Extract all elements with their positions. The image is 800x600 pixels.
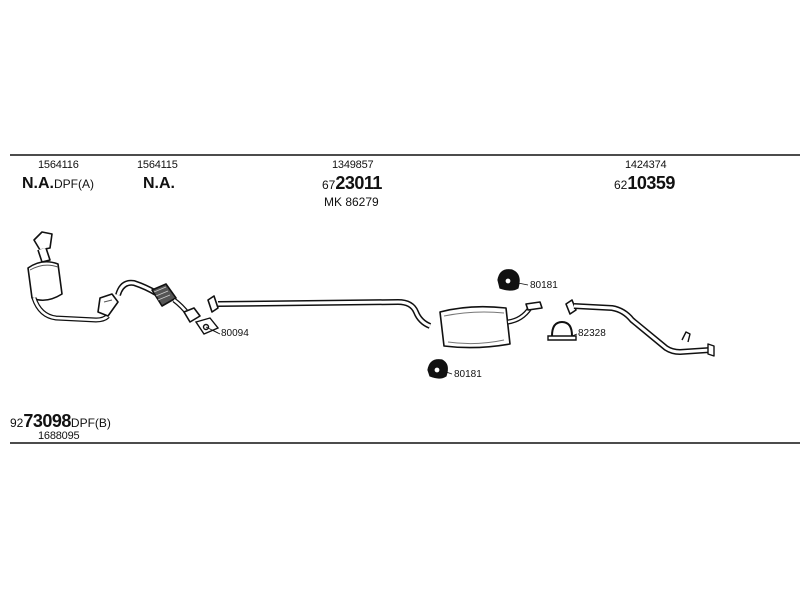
leader-rubber-bottom	[445, 371, 453, 375]
part3-prefix: 67	[322, 178, 336, 192]
leader-clamp	[571, 333, 578, 337]
flex-pipe	[115, 279, 201, 323]
callout-clamp: 82328	[578, 328, 606, 339]
rubber-mount-bottom	[427, 359, 448, 379]
clamp-part	[547, 320, 577, 341]
tail-pipe	[565, 299, 715, 357]
leader-gasket	[205, 326, 219, 334]
part3-code: 1349857	[332, 159, 374, 171]
gasket-part	[194, 317, 221, 335]
front-pipe-dpf	[27, 231, 119, 323]
part3-kit: MK 86279	[324, 195, 379, 209]
leader-rubber-top	[517, 282, 529, 286]
callout-gasket: 80094	[221, 328, 249, 339]
part3-number-line: 6723011	[322, 174, 382, 193]
part1-status: N.A.	[22, 175, 54, 192]
part1-note: DPF(A)	[54, 177, 94, 191]
part4-number-line: 6210359	[614, 174, 675, 193]
part1-status-line: N.A.DPF(A)	[22, 176, 94, 192]
rubber-mount-top	[497, 269, 520, 291]
part1-code: 1564116	[38, 159, 79, 171]
part5-main: 73098	[23, 411, 71, 431]
rear-silencer	[439, 301, 543, 349]
part2-status: N.A.	[143, 175, 175, 192]
part5-prefix: 92	[10, 416, 24, 430]
part4-main: 10359	[627, 173, 675, 193]
part3-main: 23011	[335, 173, 382, 193]
callout-rubber-top: 80181	[530, 280, 558, 291]
part5-number-line: 9273098DPF(B)	[10, 412, 111, 431]
callout-rubber-bottom: 80181	[454, 369, 482, 380]
centre-pipe	[207, 295, 432, 329]
part4-code: 1424374	[625, 159, 667, 171]
part5-note: DPF(B)	[70, 416, 111, 430]
part2-code: 1564115	[137, 159, 178, 171]
part5-code: 1688095	[38, 430, 80, 442]
part4-prefix: 62	[614, 178, 628, 192]
